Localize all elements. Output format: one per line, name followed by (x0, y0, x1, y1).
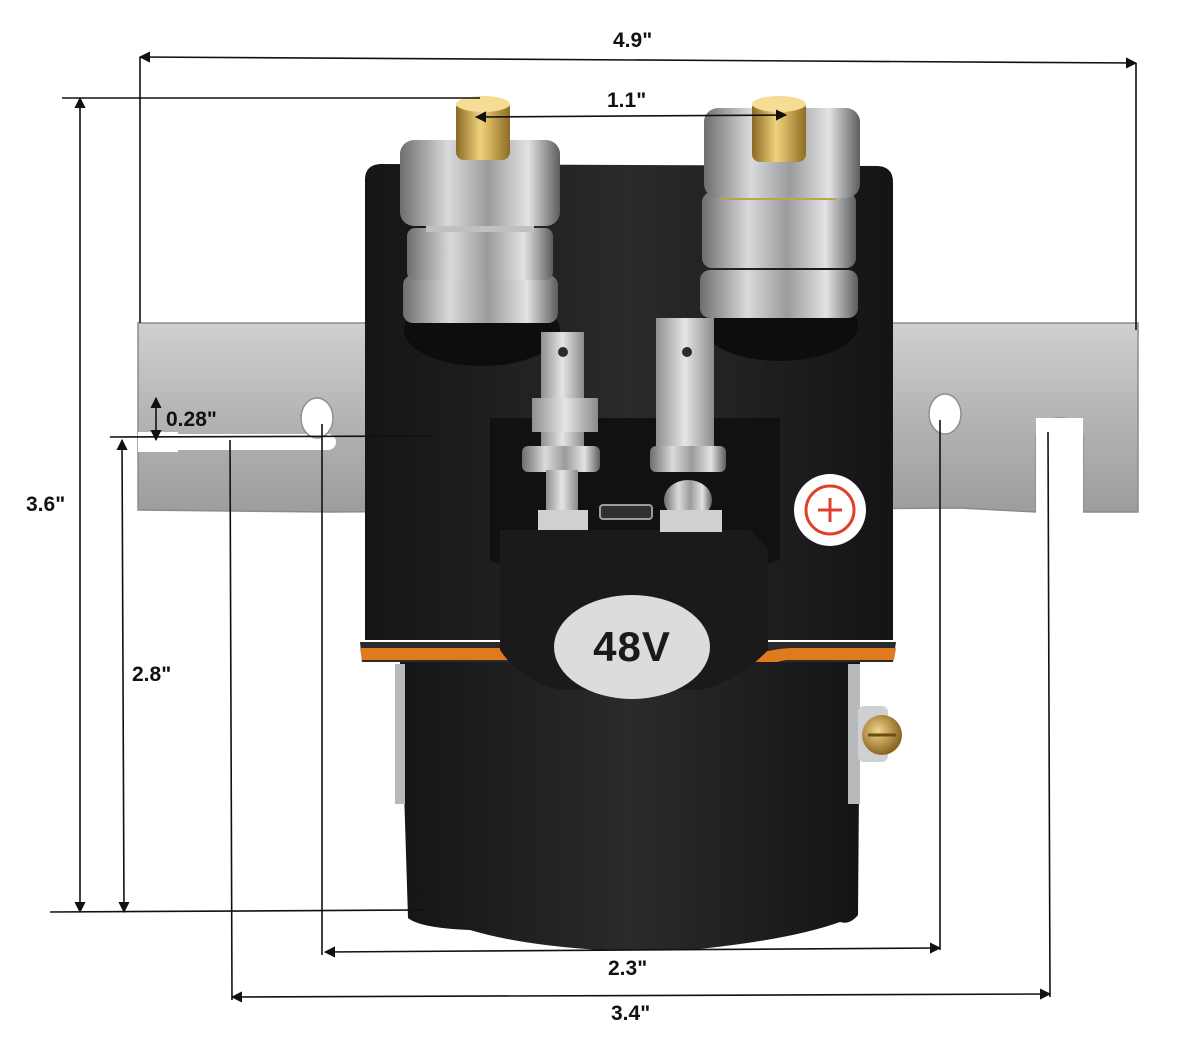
side-bolt (858, 706, 902, 762)
mounting-hole-right (928, 393, 962, 435)
dim-hole-spacing-label: 2.3" (608, 957, 648, 980)
dim-slot-spacing-label: 3.4" (611, 1002, 651, 1025)
terminal-left (400, 96, 560, 366)
dim-terminal-spacing-label: 1.1" (607, 89, 647, 112)
diode (599, 504, 653, 520)
terminal-right (700, 96, 860, 361)
dim-overall-width-label: 4.9" (613, 29, 653, 52)
plus-marking-icon (794, 474, 866, 546)
mounting-hole-left (300, 397, 334, 439)
dim-overall-height-label: 3.6" (26, 493, 66, 516)
dim-slot-offset-label: 0.28" (166, 408, 217, 431)
control-tab-right (650, 318, 726, 532)
control-tab-left (522, 332, 600, 530)
voltage-badge-label: 48V (593, 623, 671, 670)
dimension-lines (49, 51, 1138, 1003)
dim-body-height-label: 2.8" (132, 663, 172, 686)
voltage-badge-bg (554, 595, 710, 699)
